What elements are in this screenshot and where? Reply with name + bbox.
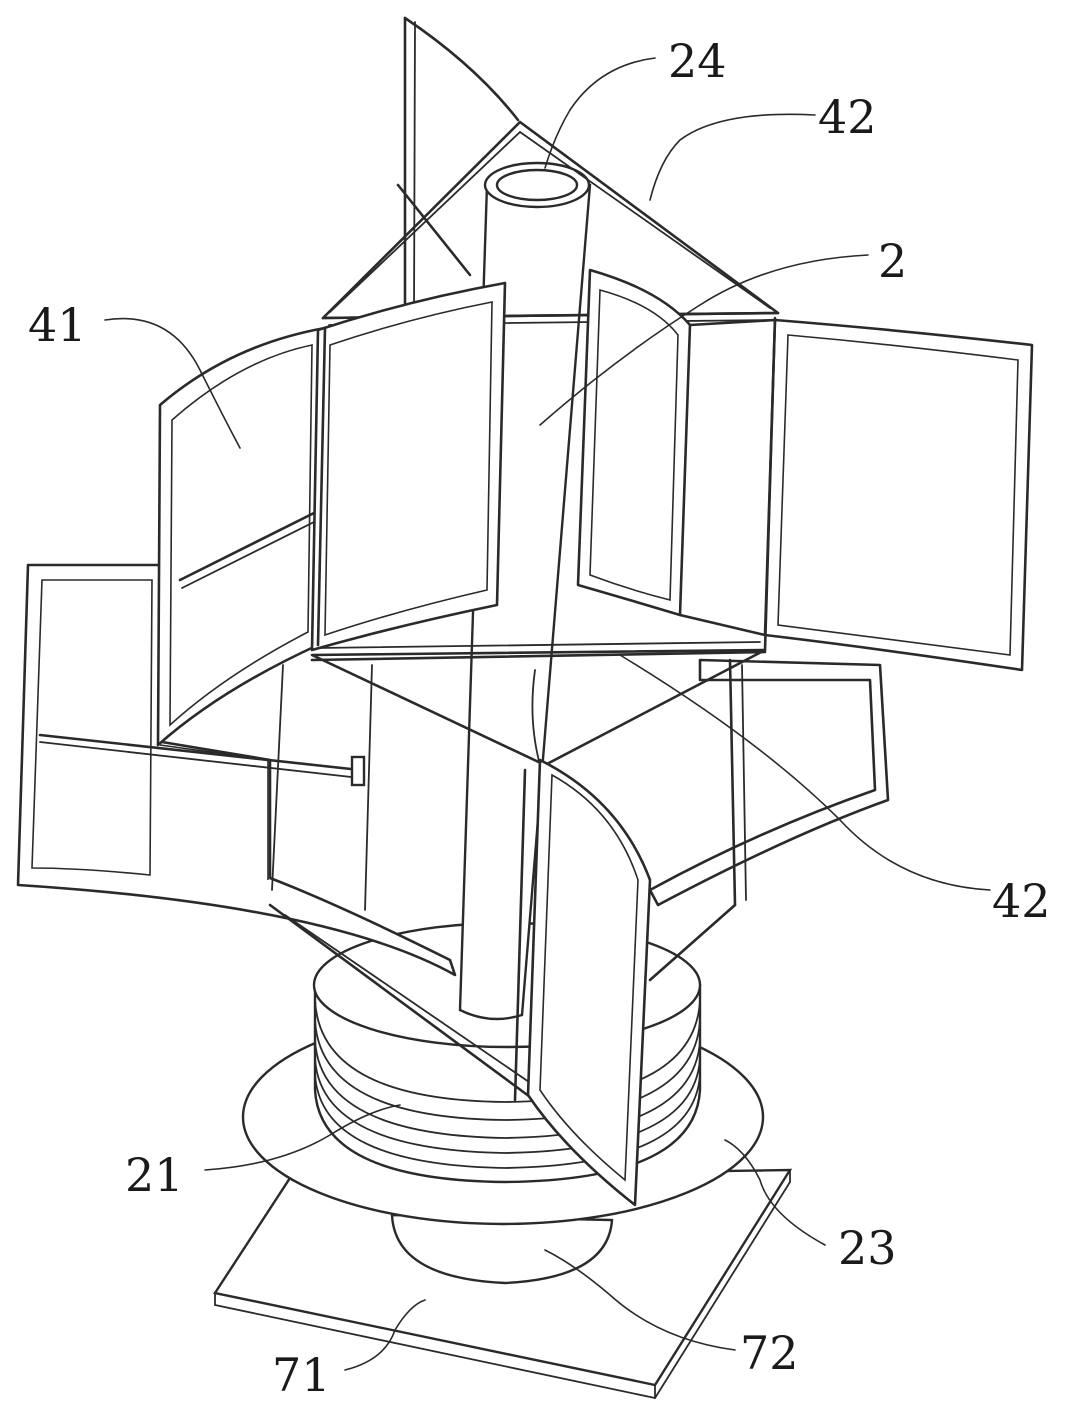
blade-upper-right [678, 318, 1034, 672]
vane-upper-right [576, 268, 692, 617]
callout-24: 24 [668, 34, 727, 88]
callout-23: 23 [838, 1221, 897, 1275]
foot-bearing [390, 1213, 614, 1285]
callout-42-right: 42 [992, 874, 1051, 928]
blade-lower-left [16, 563, 457, 977]
callout-42-top: 42 [818, 90, 877, 144]
hinge-rods [271, 316, 777, 911]
vane-lower-center [513, 669, 652, 1207]
vane-upper-left [310, 281, 507, 652]
callout-41: 41 [28, 298, 87, 352]
blade-upper-left [156, 326, 408, 747]
callout-2: 2 [878, 234, 908, 288]
lower-frame [268, 641, 767, 1110]
callout-71: 71 [272, 1348, 331, 1402]
leader-lines [104, 57, 991, 1371]
callout-72: 72 [740, 1326, 799, 1380]
callout-21: 21 [125, 1148, 184, 1202]
